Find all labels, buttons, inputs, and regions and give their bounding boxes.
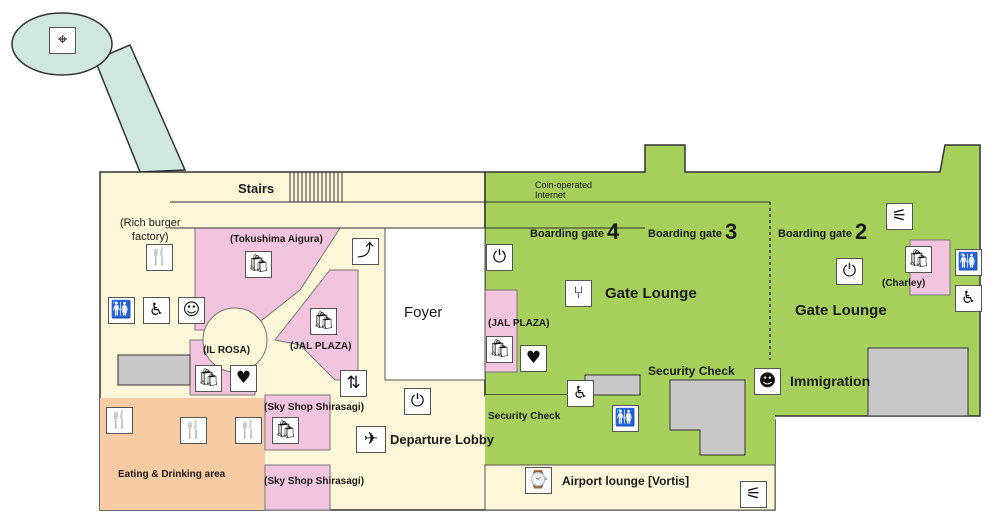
observation-walkway: [94, 44, 187, 173]
baby-room-icon[interactable]: ☺: [178, 297, 205, 324]
smoking-area-icon[interactable]: ⚟: [886, 203, 913, 230]
waiting-lounge-icon[interactable]: ⑂: [565, 280, 592, 307]
restricted-area-immigration: [867, 347, 969, 417]
foyer-area: [384, 227, 486, 381]
tokushima-aigura-label[interactable]: (Tokushima Aigura): [230, 234, 323, 245]
gate-4-number: 4: [606, 219, 620, 244]
immigration-officer-icon[interactable]: ☻: [754, 368, 781, 395]
sky-shop-lower-label[interactable]: (Sky Shop Shirasagi): [264, 476, 365, 487]
stairs-hatching: [289, 172, 343, 202]
restaurant-icon[interactable]: 🍴: [146, 244, 173, 271]
stairs-label: Stairs: [238, 181, 275, 196]
shopping-icon[interactable]: 🛍: [310, 308, 337, 335]
wheelchair-icon[interactable]: ♿: [143, 297, 170, 324]
airport-lounge-icon[interactable]: ⌚: [525, 467, 552, 494]
wheelchair-icon[interactable]: ♿: [567, 380, 594, 407]
departure-lobby-label: Departure Lobby: [390, 432, 495, 447]
elevator-icon[interactable]: ⇅: [340, 370, 367, 397]
airport-lounge-label[interactable]: Airport lounge [Vortis]: [562, 474, 690, 488]
gate-2-number: 2: [854, 219, 868, 244]
immigration-label: Immigration: [790, 373, 871, 389]
restroom-icon[interactable]: 🚻: [955, 249, 982, 276]
restaurant-icon[interactable]: 🍴: [180, 417, 207, 444]
wheelchair-icon[interactable]: ♿: [955, 285, 982, 312]
restaurant-icon[interactable]: 🍴: [106, 407, 133, 434]
jal-plaza-left-label[interactable]: (JAL PLAZA): [290, 341, 352, 352]
gate-lounge-right-label: Gate Lounge: [795, 302, 887, 319]
aed-icon[interactable]: ♥: [230, 365, 257, 392]
foyer-label: Foyer: [404, 304, 443, 321]
shopping-icon[interactable]: 🛍: [272, 417, 299, 444]
shopping-icon[interactable]: 🛍: [195, 365, 222, 392]
departure-icon[interactable]: ✈: [356, 426, 386, 453]
gate-2-text: Boarding gate: [778, 228, 852, 240]
shopping-icon[interactable]: 🛍: [245, 251, 272, 278]
observation-deck-icon[interactable]: ⌖: [49, 27, 76, 54]
smoking-area-icon[interactable]: ⚟: [740, 481, 767, 508]
restroom-icon[interactable]: 🚻: [612, 405, 639, 432]
escalator-icon[interactable]: ⤴: [352, 238, 379, 265]
eating-drinking-label: Eating & Drinking area: [118, 469, 226, 480]
central-hub: [202, 307, 268, 373]
il-rosa-label[interactable]: (IL ROSA): [203, 345, 251, 356]
gate-3-text: Boarding gate: [648, 228, 722, 240]
aed-icon[interactable]: ♥: [520, 345, 547, 372]
rich-burger-label[interactable]: (Rich burger factory): [120, 217, 181, 243]
jal-plaza-right-label[interactable]: (JAL PLAZA): [488, 318, 550, 329]
coin-internet-label: Coin-operated Internet: [535, 180, 593, 200]
bench-left: [117, 354, 191, 386]
gate-lounge-left-label: Gate Lounge: [605, 285, 697, 302]
security-check-main-label: Security Check: [648, 364, 735, 378]
restricted-area-security: [669, 379, 746, 456]
shopping-icon[interactable]: 🛍: [486, 336, 513, 363]
gate-3-number: 3: [724, 219, 738, 244]
sky-shop-lower: [264, 464, 331, 511]
security-check-small-label: Security Check: [488, 411, 561, 422]
eating-corridor: [100, 450, 265, 510]
gate-4-text: Boarding gate: [530, 228, 604, 240]
restaurant-icon[interactable]: 🍴: [235, 417, 262, 444]
restroom-icon[interactable]: 🚻: [108, 297, 135, 324]
power-outlet-icon[interactable]: ⏻: [836, 258, 863, 285]
charley-label[interactable]: (Charley): [882, 278, 926, 289]
sky-shop-upper-label[interactable]: (Sky Shop Shirasagi): [264, 402, 365, 413]
shopping-icon[interactable]: 🛍: [905, 246, 932, 273]
power-outlet-icon[interactable]: ⏻: [404, 388, 431, 415]
power-outlet-icon[interactable]: ⏻: [486, 244, 513, 271]
